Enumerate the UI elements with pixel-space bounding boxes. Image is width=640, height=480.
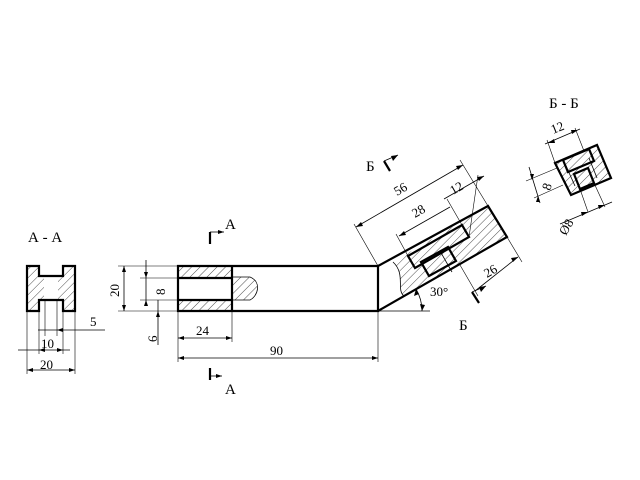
main-arrow [178,336,184,340]
inclined-arm: 30° 56 28 12 26 Б Б [353,154,523,334]
main-dim-height: 20 [107,284,122,297]
cut-a-top-label: А [225,217,236,233]
arm-hole [419,245,458,278]
cut-b-bottom-label: Б [459,318,468,334]
arm-ext-28 [446,198,463,226]
cut-a-arrow [218,230,224,234]
arm-ext-26 [506,236,523,263]
cut-b-bottom-mark [471,291,480,304]
break-line [232,276,258,301]
angle-label: 30° [430,284,448,299]
bb-arrow [530,174,534,180]
bb-arrow [548,139,555,143]
main-view: 90 24 20 8 6 [107,260,380,362]
aa-arrow [57,348,63,352]
main-hatch-lower [178,300,232,311]
main-arrow [122,266,126,272]
main-arrow [178,356,184,360]
arm-arrow [356,222,363,227]
arm-arrow [477,176,484,181]
cut-a-bottom-label: А [225,382,236,398]
arm-dim-12-line [443,175,485,200]
aa-arrow [39,348,45,352]
section-aa-hatch-left [27,266,44,311]
arm-dim-28-line [398,206,451,237]
cut-b-top-label: Б [366,159,375,175]
main-hatch-upper [178,266,258,300]
section-aa-title: А - А [28,230,62,246]
aa-arrow [27,368,33,372]
bb-dim-depth: 8 [539,181,555,192]
section-aa-hatch-right [58,266,75,311]
bb-ext [574,127,585,152]
aa-arrow [57,328,63,332]
arm-dim-56: 56 [391,179,410,199]
cut-a-arrow [216,374,222,378]
bb-arrow [536,196,540,202]
bb-ext [525,167,558,182]
arm-ext-12 [468,174,479,238]
angle-arrow [414,289,419,296]
section-bb-slot [561,147,596,174]
aa-dim-width: 20 [40,357,53,372]
arm-arrow [456,165,463,170]
arm-dim-28: 28 [409,201,428,220]
main-dim-total: 90 [270,343,283,358]
main-arrow [156,311,160,317]
arm-break-line [392,261,405,297]
section-aa: А - А 20 10 5 [18,230,105,374]
main-dim-hatch: 24 [196,323,210,338]
bb-ext [546,139,556,164]
main-dim-slot: 8 [153,289,168,296]
cut-marker-a: А А [208,217,236,398]
section-bb: Б - Б 12 8 Ø8 [525,96,613,238]
bb-centerline [565,165,576,187]
bb-arrow [598,205,605,209]
bb-arrow [581,212,588,216]
arm-ext-56-left [353,223,379,267]
aa-dim-offset: 5 [90,314,97,329]
arm-arrow [399,231,406,236]
angle-arrow [420,304,425,311]
arm-dim-56-line [355,164,464,228]
main-dim-step: 6 [145,335,160,342]
cut-b-arrow [479,286,486,292]
bb-arrow [571,130,578,134]
main-arrow [372,356,378,360]
bb-centerline [588,157,598,179]
arm-dim-26: 26 [481,261,500,281]
cut-b-arrow [391,155,398,161]
aa-arrow [69,368,75,372]
arm-ext-56-right [459,159,489,207]
bb-ext [593,182,606,208]
bb-ext [579,188,589,213]
cut-b-top-mark [383,160,391,172]
arm-ext-26 [459,264,479,297]
bb-dim-width: 12 [549,118,567,137]
main-arrow [122,305,126,311]
arm-dim-26-line [474,256,519,292]
arm-outline [377,204,509,312]
arm-dim-12: 12 [447,178,466,197]
bb-dim-diameter: Ø8 [556,216,577,237]
main-arrow [144,300,148,306]
main-arrow [226,336,232,340]
main-arrow [144,272,148,278]
arm-hole-centerline [439,250,453,273]
aa-dim-slot: 10 [41,336,54,351]
section-bb-title: Б - Б [549,96,579,112]
arm-arrow [511,257,518,262]
arm-ext-28 [395,233,409,257]
bb-ext [533,184,564,199]
